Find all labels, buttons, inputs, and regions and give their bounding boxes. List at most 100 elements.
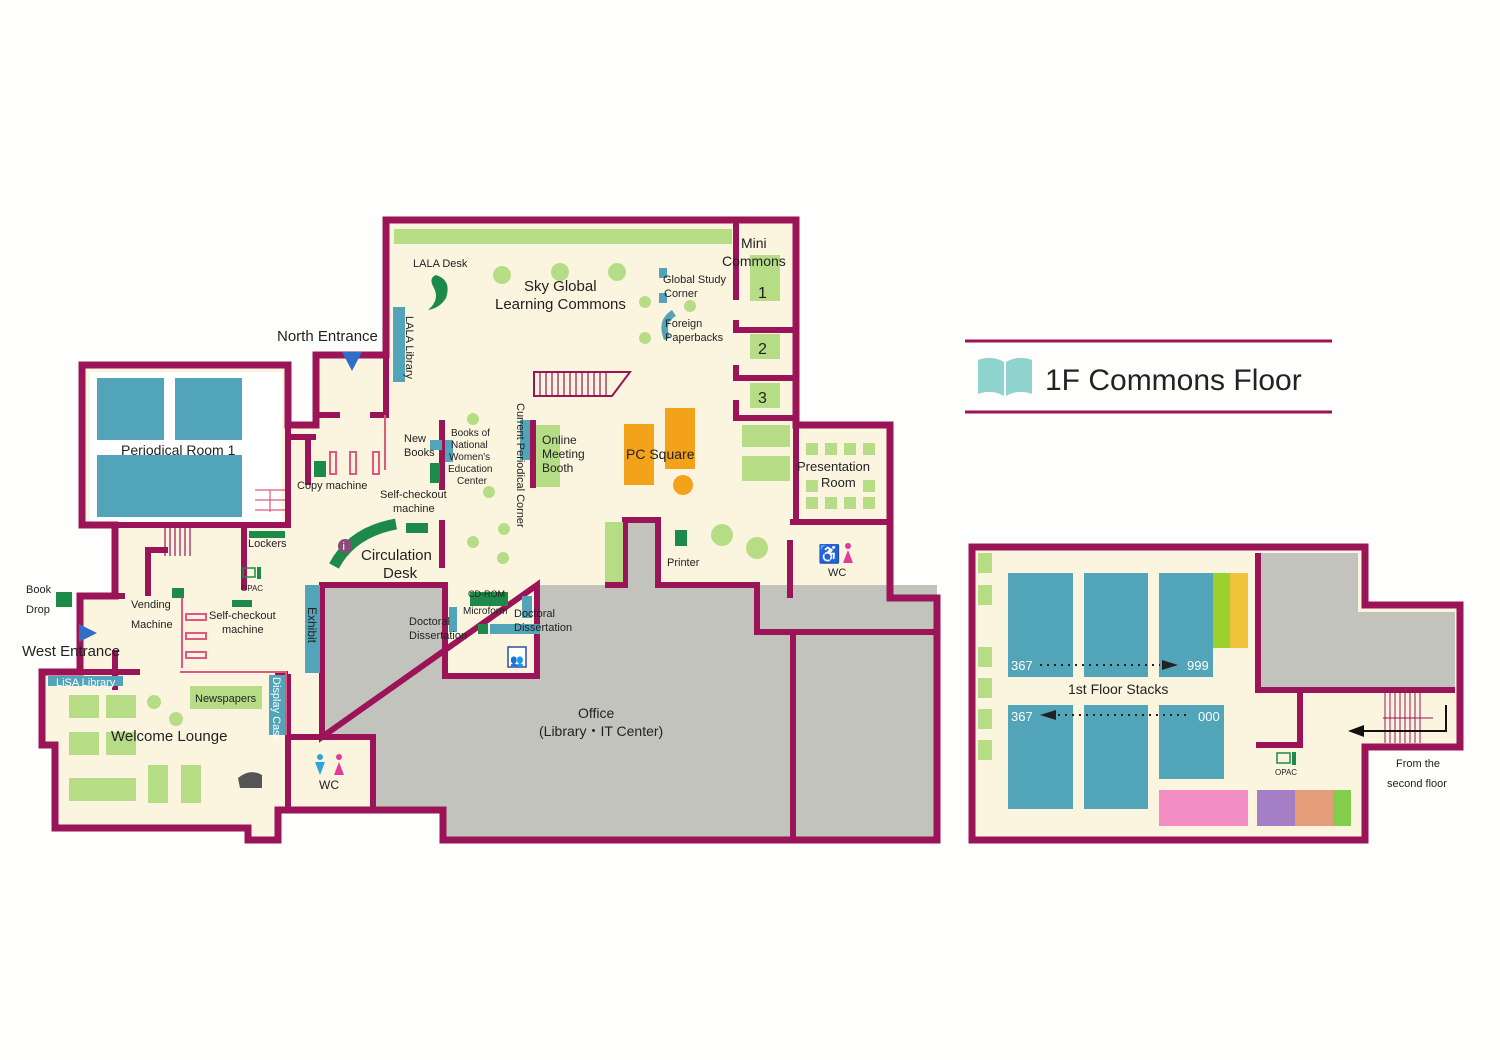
current-periodical-label: Current Periodical Corner: [514, 403, 526, 528]
cd-rom-label: CD-ROM: [468, 589, 505, 599]
office-label: Office: [578, 705, 615, 721]
circulation-desk-label: Desk: [383, 565, 418, 582]
west-entrance-arrow-icon: [79, 624, 97, 642]
book-drop-label: Book: [26, 584, 52, 596]
welcome-lounge-label: Welcome Lounge: [111, 728, 227, 745]
office-label: (Library・IT Center): [539, 723, 663, 739]
global-study-label: Global Study: [663, 274, 726, 286]
nwec-label: Books of: [451, 428, 490, 439]
classification-end: 367: [1011, 709, 1033, 724]
foreign-paperbacks-label: Foreign: [665, 318, 702, 330]
lockers-label: Lockers: [248, 538, 287, 550]
mini-commons-room-1[interactable]: 1: [758, 285, 767, 302]
main-floor: i ♿ 👥 North Entrance West Entrance Book …: [22, 216, 941, 844]
floor-title-text: 1F Commons Floor: [1045, 364, 1302, 397]
circulation-desk[interactable]: [329, 518, 398, 569]
book-drop[interactable]: [56, 592, 72, 607]
from-second-floor-label: second floor: [1387, 778, 1447, 790]
north-entrance-arrow-icon: [342, 352, 362, 371]
mini-commons-label: Mini: [741, 235, 767, 251]
nwec-label: Education: [448, 464, 492, 475]
presentation-room-label: Room: [821, 475, 856, 490]
staircase: [164, 371, 632, 556]
stacks-label: 1st Floor Stacks: [1068, 681, 1168, 697]
pc-square-label: PC Square: [626, 446, 695, 462]
classification-start: 000: [1198, 709, 1220, 724]
periodical-shelf: [175, 378, 242, 440]
periodical-shelf: [97, 455, 242, 517]
piano-icon: [238, 772, 262, 788]
self-checkout-label: machine: [393, 503, 435, 515]
periodical-shelf: [97, 378, 164, 440]
newspapers-label: Newspapers: [195, 693, 257, 705]
nwec-label: National: [451, 440, 488, 451]
info-glyph: i: [343, 541, 345, 553]
restroom-icon: [315, 754, 344, 775]
nwec-label: Women's: [449, 452, 490, 463]
classification-start: 367: [1011, 658, 1033, 673]
copy-machine-label: Copy machine: [297, 480, 367, 492]
new-books-label: New: [404, 433, 426, 445]
elevator-icon: 👥: [507, 646, 527, 668]
copy-machine-icon: [314, 461, 326, 477]
online-meeting-label: Online: [542, 433, 577, 447]
circulation-desk-label: Circulation: [361, 547, 432, 564]
display-case-label: Display Case: [270, 677, 282, 742]
stack-shelves: [1008, 573, 1224, 809]
office-area: [322, 520, 937, 840]
open-book-icon: [978, 357, 1032, 396]
vending-label: Machine: [131, 619, 173, 631]
self-checkout-machine[interactable]: [406, 523, 428, 533]
self-checkout-label: Self-checkout: [380, 489, 447, 501]
online-meeting-label: Meeting: [542, 447, 585, 461]
floor-title: 1F Commons Floor: [965, 339, 1332, 414]
lala-library-label: LALA Library: [403, 316, 415, 379]
lala-desk: [428, 275, 448, 310]
presentation-room-label: Presentation: [797, 459, 870, 474]
lockers: [249, 531, 285, 538]
new-books-label: Books: [404, 447, 435, 459]
online-meeting-label: Booth: [542, 461, 573, 475]
first-floor-stacks: 367 999 000 367 1st Floor Stacks OPAC Fr…: [968, 543, 1464, 844]
mini-commons-label: Commons: [722, 253, 786, 269]
sky-global-label: Sky Global: [524, 278, 597, 295]
self-checkout-label: Self-checkout: [209, 610, 276, 622]
mini-commons-room-2[interactable]: 2: [758, 341, 767, 358]
mini-commons-room-3[interactable]: 3: [758, 390, 767, 407]
west-entrance-label: West Entrance: [22, 643, 120, 660]
book-drop-label: Drop: [26, 604, 50, 616]
doctoral-label: Doctoral: [514, 608, 555, 620]
stairs-arrow-icon: [1360, 705, 1447, 732]
svg-text:♿: ♿: [818, 543, 840, 564]
doctoral-label: Doctoral: [409, 616, 450, 628]
self-checkout-machine[interactable]: [232, 600, 252, 607]
wc-label: WC: [828, 567, 846, 579]
wc-label: WC: [319, 778, 339, 792]
svg-text:👥: 👥: [510, 655, 524, 667]
opac-computer-icon: [242, 567, 261, 579]
vending-label: Vending: [131, 599, 171, 611]
accessible-restroom-icon: ♿: [818, 543, 853, 564]
doctoral-label: Dissertation: [409, 630, 467, 642]
vending-machine[interactable]: [172, 588, 184, 598]
foreign-paperbacks-label: Paperbacks: [665, 332, 724, 344]
opac-label: OPAC: [241, 584, 263, 593]
self-checkout-label: machine: [222, 624, 264, 636]
lala-desk-label: LALA Desk: [413, 258, 468, 270]
opac-computer-icon: [1276, 752, 1296, 765]
info-icon: [338, 539, 352, 553]
periodical-room-label: Periodical Room 1: [121, 442, 236, 458]
lisa-library-label: LiSA Library: [56, 677, 116, 689]
exhibit-label: Exhibit: [305, 607, 319, 644]
opac-label: OPAC: [1275, 768, 1297, 777]
nwec-label: Center: [457, 476, 488, 487]
sky-global-label: Learning Commons: [495, 296, 626, 313]
printer-label: Printer: [667, 557, 700, 569]
global-study-label: Corner: [664, 288, 698, 300]
arrow-left-icon: [1040, 710, 1056, 720]
from-second-floor-label: From the: [1396, 758, 1440, 770]
arrow-right-icon: [1162, 660, 1178, 670]
north-entrance-label: North Entrance: [277, 328, 378, 345]
classification-end: 999: [1187, 658, 1209, 673]
